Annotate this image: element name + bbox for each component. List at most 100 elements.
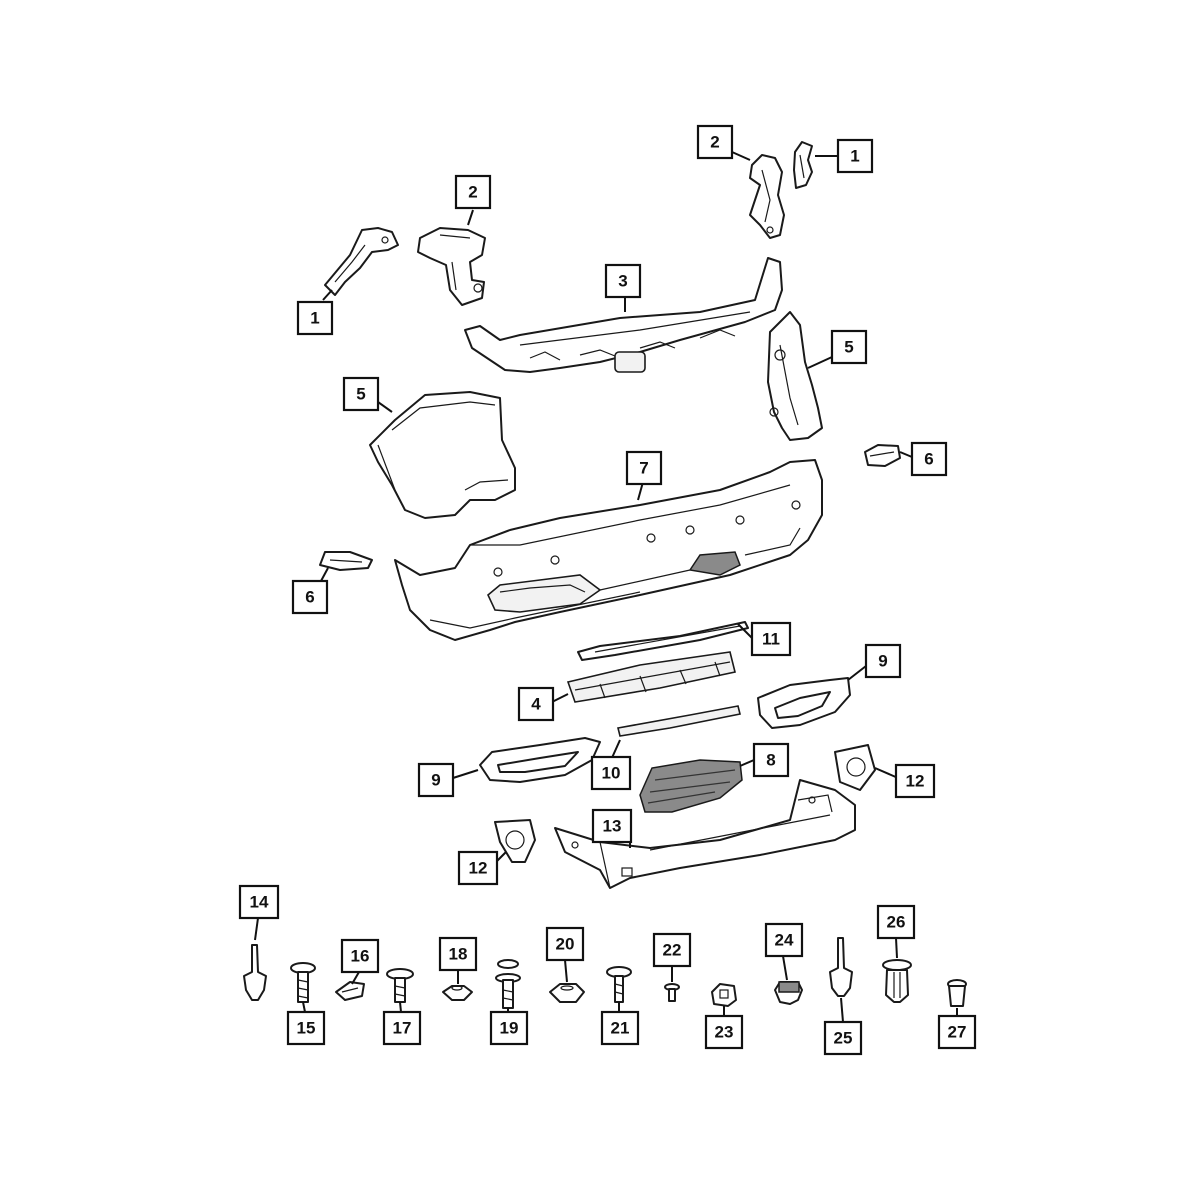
callout-16: 16	[340, 938, 380, 974]
callout-7-label: 7	[639, 459, 648, 478]
callout-18: 18	[438, 936, 478, 972]
callout-6-left: 6	[291, 579, 329, 615]
part-8-grille	[639, 759, 743, 813]
part-6-left-reflector	[319, 551, 373, 571]
part-17-screw	[386, 968, 414, 1003]
callout-19-label: 19	[500, 1019, 519, 1038]
callout-17: 17	[382, 1010, 422, 1046]
callout-5-left-label: 5	[356, 385, 365, 404]
callout-13-label: 13	[603, 817, 622, 836]
callout-1-right-label: 1	[850, 147, 859, 166]
callout-20: 20	[545, 926, 585, 962]
part-3-upper-support	[464, 257, 783, 373]
callout-19: 19	[489, 1010, 529, 1046]
callout-4-label: 4	[531, 695, 541, 714]
callout-1-left: 1	[296, 300, 334, 336]
part-23-nut-clip	[711, 983, 737, 1007]
callout-12-left-label: 12	[469, 859, 488, 878]
part-13-reinforcement-beam	[554, 779, 856, 889]
callout-10-label: 10	[602, 764, 621, 783]
callout-3-label: 3	[618, 272, 627, 291]
callout-9-left: 9	[417, 762, 455, 798]
callout-14: 14	[238, 884, 280, 920]
part-18-nut	[442, 985, 473, 1001]
callout-27-label: 27	[948, 1023, 967, 1042]
part-19-stud	[495, 959, 521, 1009]
part-9-right-bezel	[757, 677, 851, 729]
callout-9-right: 9	[864, 643, 902, 679]
callout-20-label: 20	[556, 935, 575, 954]
callout-5-right-label: 5	[844, 338, 853, 357]
part-22-screw	[664, 983, 680, 1002]
callout-26: 26	[876, 904, 916, 940]
callout-1-right: 1	[836, 138, 874, 174]
callout-2-left-label: 2	[468, 183, 477, 202]
part-4-step-pad	[566, 651, 736, 703]
part-21-bolt	[606, 966, 632, 1003]
callout-16-label: 16	[351, 947, 370, 966]
callout-14-label: 14	[250, 893, 269, 912]
callout-25: 25	[823, 1020, 863, 1056]
part-20-nut	[549, 983, 585, 1003]
part-5-left-corner	[369, 391, 516, 519]
callout-12-right-label: 12	[906, 772, 925, 791]
callout-9-right-label: 9	[878, 652, 887, 671]
part-16-clip	[335, 981, 365, 1001]
callout-3: 3	[604, 263, 642, 299]
part-2-left-bracket	[417, 227, 486, 306]
part-9-left-bezel	[479, 737, 601, 783]
callout-8-label: 8	[766, 751, 775, 770]
callout-12-right: 12	[894, 763, 936, 799]
callout-6-right-label: 6	[924, 450, 933, 469]
callout-13: 13	[591, 808, 633, 844]
callout-21-label: 21	[611, 1019, 630, 1038]
part-12-right-bracket	[834, 744, 876, 791]
callout-6-right: 6	[910, 441, 948, 477]
callout-21: 21	[600, 1010, 640, 1046]
part-12-left-bracket	[494, 819, 536, 863]
callout-12-left: 12	[457, 850, 499, 886]
part-5-right-bracket	[767, 311, 823, 441]
callout-1-left-label: 1	[310, 309, 319, 328]
callout-6-left-label: 6	[305, 588, 314, 607]
part-24-retainer	[774, 981, 803, 1005]
part-1-left-bracket	[324, 227, 399, 296]
callout-22: 22	[652, 932, 692, 968]
callout-7: 7	[625, 450, 663, 486]
callout-23-label: 23	[715, 1023, 734, 1042]
callout-15: 15	[286, 1010, 326, 1046]
callout-9-left-label: 9	[431, 771, 440, 790]
callout-18-label: 18	[449, 945, 468, 964]
part-14-rivet	[243, 944, 267, 1001]
part-2-right-bracket	[749, 154, 785, 239]
callout-23: 23	[704, 1014, 744, 1050]
part-11-trim-strip	[577, 621, 749, 661]
callout-2-right-label: 2	[710, 133, 719, 152]
callout-11-label: 11	[762, 630, 780, 649]
callout-24-label: 24	[775, 931, 794, 950]
callout-2-right: 2	[696, 124, 734, 160]
callout-17-label: 17	[393, 1019, 412, 1038]
callout-25-label: 25	[834, 1029, 853, 1048]
callout-10: 10	[590, 755, 632, 791]
part-10-trim-strip	[617, 705, 741, 737]
callout-8: 8	[752, 742, 790, 778]
part-6-right-reflector	[864, 444, 901, 467]
callout-5-right: 5	[830, 329, 868, 365]
callout-27: 27	[937, 1014, 977, 1050]
callout-2-left: 2	[454, 174, 492, 210]
part-27-insert-nut	[947, 979, 967, 1007]
callout-4: 4	[517, 686, 555, 722]
part-1-right-bracket	[793, 141, 813, 189]
part-26-push-pin	[882, 959, 912, 1003]
part-15-bolt	[290, 962, 316, 1003]
part-7-bumper-fascia	[394, 459, 823, 641]
callout-26-label: 26	[887, 913, 906, 932]
callout-22-label: 22	[663, 941, 682, 960]
callout-24: 24	[764, 922, 804, 958]
callout-11: 11	[750, 621, 792, 657]
callout-5-left: 5	[342, 376, 380, 412]
callout-15-label: 15	[297, 1019, 316, 1038]
part-25-rivet	[829, 937, 853, 997]
